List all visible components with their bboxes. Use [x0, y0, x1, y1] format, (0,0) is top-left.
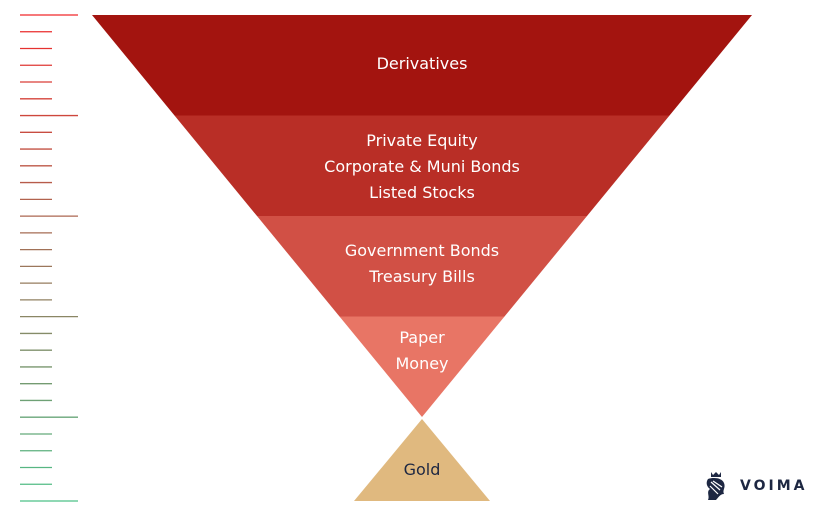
voima-logo: VOIMA — [702, 470, 807, 502]
base-label-gold: Gold — [403, 460, 441, 479]
tier-private-equity-bonds-stocks — [174, 115, 670, 216]
logo-text: VOIMA — [740, 478, 808, 494]
tier-government-bonds-treasury — [257, 216, 587, 317]
tier-derivatives — [92, 15, 752, 116]
base-gold-triangle — [354, 419, 490, 501]
lion-crest-icon — [706, 472, 725, 500]
tier-paper-money — [339, 316, 505, 417]
tier-label-derivatives: Derivatives — [376, 54, 468, 73]
